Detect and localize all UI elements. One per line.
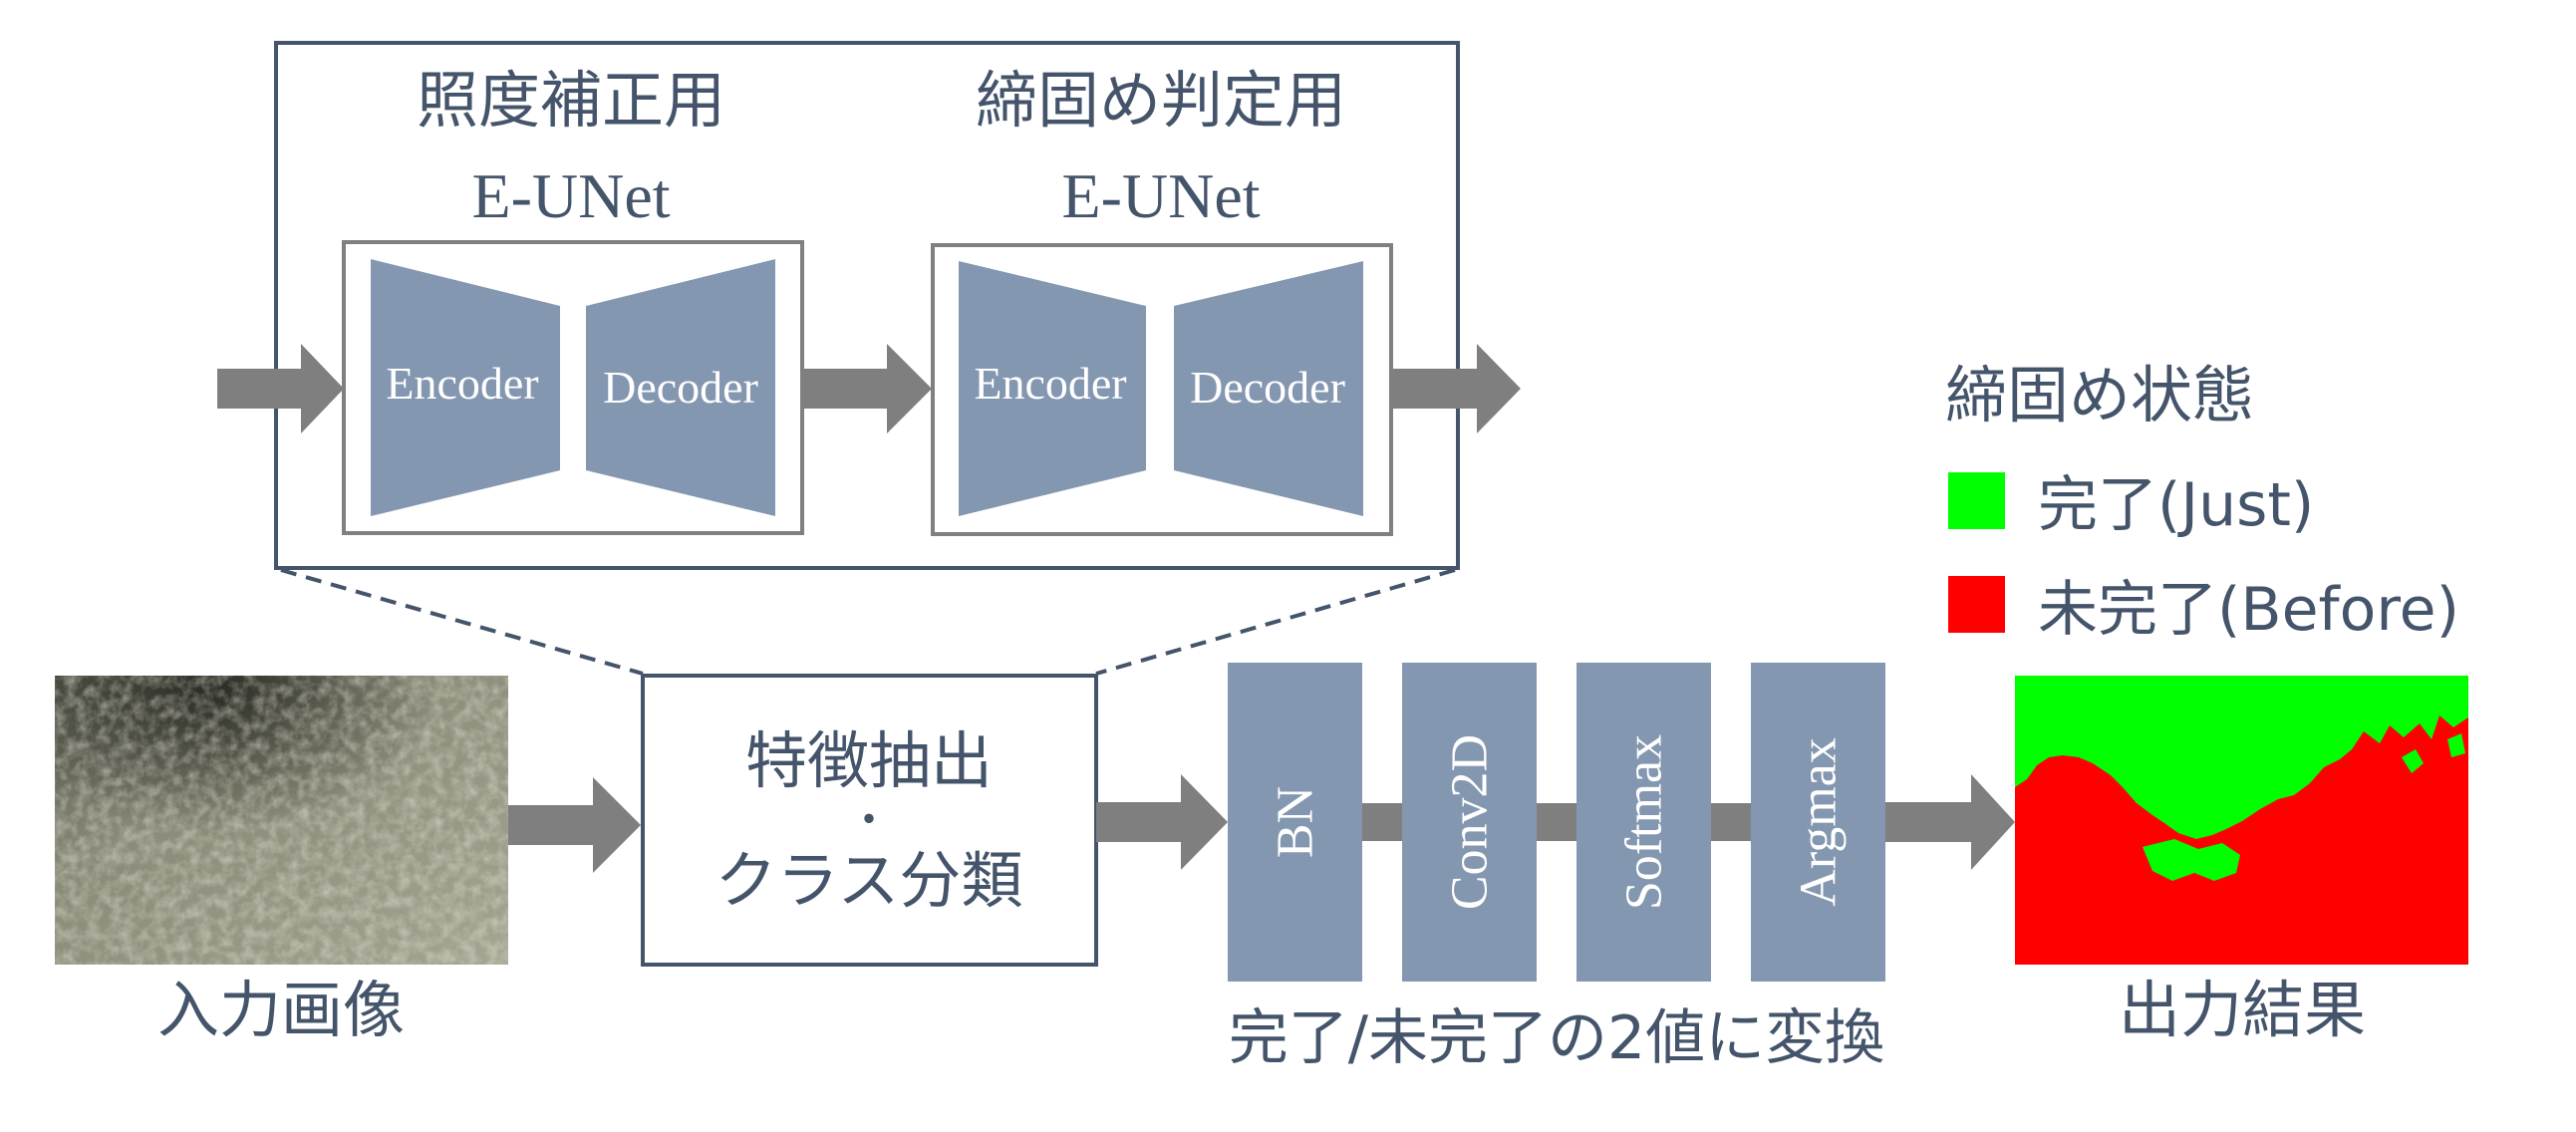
- arrow-input-to-feature: [508, 777, 641, 873]
- layer-block: [1228, 663, 1362, 982]
- illumination-unet: Encoder Decoder: [342, 240, 804, 535]
- illumination-title: 照度補正用: [417, 64, 725, 137]
- output-caption: 出力結果: [2119, 974, 2366, 1046]
- layer-block: [1402, 663, 1537, 982]
- layer-conv2d: Conv2D: [1402, 663, 1537, 982]
- feature-extraction-box: 特徴抽出 ・ クラス分類: [641, 674, 1098, 967]
- layer-bn: BN: [1228, 663, 1362, 982]
- feature-line-3: クラス分類: [716, 844, 1023, 917]
- legend-label-incomplete: 未完了(Before): [2038, 575, 2459, 645]
- layer-softmax: Softmax: [1576, 663, 1711, 982]
- feature-line-2: ・: [847, 795, 891, 846]
- layer-label: Conv2D: [1442, 734, 1499, 910]
- decoder-block: [586, 259, 775, 516]
- layer-connector: [1709, 803, 1752, 841]
- legend-swatch-complete: [1948, 472, 2005, 529]
- feature-line-1: 特徴抽出: [745, 724, 993, 797]
- complete-patch: [2447, 733, 2465, 757]
- encoder-label: Encoder: [974, 358, 1126, 409]
- encoder-block: [959, 261, 1146, 516]
- legend-title: 締固め状態: [1945, 359, 2254, 431]
- judgment-unet: Encoder Decoder: [931, 243, 1393, 536]
- legend-label-complete: 完了(Just): [2038, 470, 2314, 540]
- layer-label: Argmax: [1791, 737, 1848, 906]
- encoder-block: [371, 259, 560, 516]
- judgment-model: E-UNet: [1061, 160, 1260, 231]
- arrow-into-unet1: [217, 344, 344, 433]
- arrow-out-unet2: [1392, 344, 1521, 433]
- layer-label: BN: [1268, 786, 1324, 858]
- layers-caption: 完了/未完了の2値に変換: [1229, 1003, 1884, 1073]
- arrow-layers-to-output: [1885, 774, 2015, 870]
- input-caption: 入力画像: [157, 974, 405, 1046]
- legend-swatch-incomplete: [1948, 576, 2005, 633]
- complete-patch: [2143, 839, 2240, 881]
- complete-region: [2015, 676, 2468, 839]
- detail-frame: [274, 41, 1460, 570]
- output-segmentation: [2015, 676, 2468, 965]
- illumination-model: E-UNet: [471, 160, 670, 231]
- layer-argmax: Argmax: [1751, 663, 1885, 982]
- arrow-feature-to-layers: [1096, 774, 1228, 870]
- arrow-between-unets: [802, 344, 932, 433]
- layer-block: [1576, 663, 1711, 982]
- decoder-label: Decoder: [603, 362, 758, 413]
- layer-label: Softmax: [1616, 734, 1673, 910]
- decoder-label: Decoder: [1190, 362, 1345, 413]
- complete-patch: [2402, 749, 2424, 773]
- judgment-title: 締固め判定用: [976, 64, 1346, 137]
- layer-block: [1751, 663, 1885, 982]
- layer-connector: [1535, 803, 1577, 841]
- photo-texture: [55, 676, 508, 965]
- legend: 締固め状態 完了(Just) 未完了(Before): [1945, 359, 2459, 645]
- zoom-line-right: [1095, 568, 1456, 676]
- feature-frame: [641, 674, 1098, 967]
- decoder-block: [1174, 261, 1363, 516]
- enet-detail-panel: 照度補正用 E-UNet 締固め判定用 E-UNet Encoder Decod…: [217, 41, 1521, 570]
- complete-patch: [2310, 709, 2346, 735]
- layer-connector: [1360, 803, 1403, 841]
- input-image: [55, 676, 508, 965]
- encoder-label: Encoder: [386, 358, 538, 409]
- zoom-line-left: [280, 568, 644, 676]
